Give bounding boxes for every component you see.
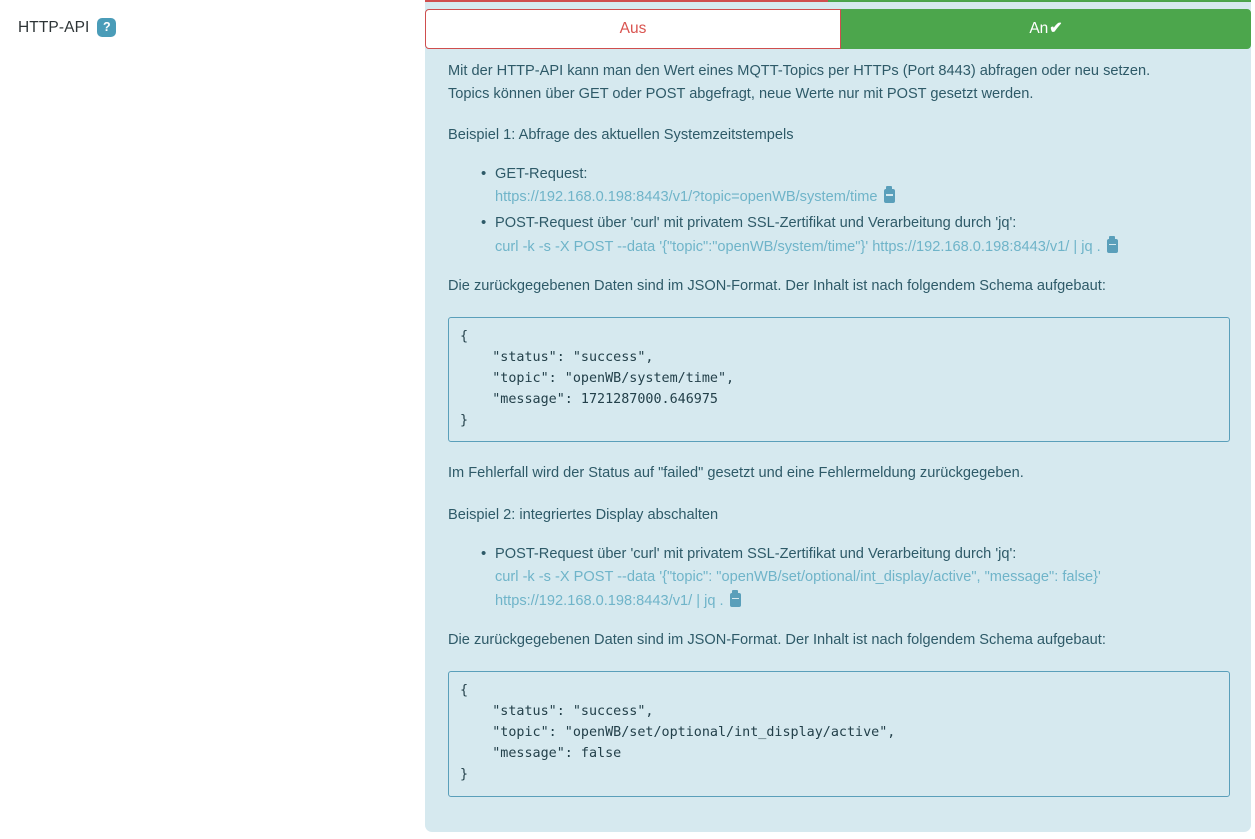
post-request-curl-link-2a[interactable]: curl -k -s -X POST --data '{"topic": "op… — [495, 569, 1101, 586]
previous-toggle-off-partial[interactable] — [425, 0, 828, 2]
clipboard-icon[interactable] — [1106, 238, 1118, 253]
toggle-off-button[interactable]: Aus — [425, 9, 841, 49]
post-request-command-line-2b: https://192.168.0.198:8443/v1/ | jq . — [495, 590, 1230, 613]
clipboard-icon[interactable] — [883, 189, 895, 204]
schema-note-1: Die zurückgegebenen Daten sind im JSON-F… — [448, 278, 1106, 295]
list-item: POST-Request über 'curl' mit privatem SS… — [481, 211, 1230, 259]
post-request-curl-link[interactable]: curl -k -s -X POST --data '{"topic":"ope… — [495, 238, 1101, 255]
toggle-on-button[interactable]: An ✔ — [841, 9, 1251, 49]
check-icon: ✔ — [1049, 20, 1063, 37]
setting-label-group: HTTP-API ? — [18, 18, 117, 37]
previous-toggle-on-partial[interactable] — [828, 0, 1251, 2]
post-request-label: POST-Request über 'curl' mit privatem SS… — [495, 215, 1017, 232]
previous-toggle-row-partial — [425, 0, 1251, 2]
clipboard-icon[interactable] — [729, 592, 741, 607]
http-api-panel: Aus An ✔ Mit der HTTP-API kann man den W… — [425, 0, 1251, 832]
post-request-label-2: POST-Request über 'curl' mit privatem SS… — [495, 545, 1017, 562]
error-note: Im Fehlerfall wird der Status auf "faile… — [448, 465, 1024, 482]
list-item: GET-Request: https://192.168.0.198:8443/… — [481, 162, 1230, 209]
get-request-command-line: https://192.168.0.198:8443/v1/?topic=ope… — [495, 186, 1230, 209]
json-response-example-1: { "status": "success", "topic": "openWB/… — [448, 316, 1230, 443]
setting-label-column: HTTP-API ? — [0, 0, 425, 839]
list-item: POST-Request über 'curl' mit privatem SS… — [481, 542, 1230, 613]
get-request-label: GET-Request: — [495, 165, 588, 182]
post-request-curl-link-2b[interactable]: https://192.168.0.198:8443/v1/ | jq . — [495, 592, 724, 609]
toggle-on-label: An — [1029, 20, 1049, 37]
example-2-heading: Beispiel 2: integriertes Display abschal… — [448, 507, 719, 524]
example-2-list: POST-Request über 'curl' mit privatem SS… — [448, 542, 1230, 613]
http-api-documentation: Mit der HTTP-API kann man den Wert eines… — [448, 60, 1230, 817]
intro-line-1: Mit der HTTP-API kann man den Wert eines… — [448, 63, 1151, 79]
json-response-example-2: { "status": "success", "topic": "openWB/… — [448, 671, 1230, 797]
intro-paragraph: Mit der HTTP-API kann man den Wert eines… — [448, 60, 1230, 105]
schema-note-2: Die zurückgegebenen Daten sind im JSON-F… — [448, 632, 1106, 649]
post-request-command-line-2a: curl -k -s -X POST --data '{"topic": "op… — [495, 566, 1230, 589]
example-1-heading: Beispiel 1: Abfrage des aktuellen System… — [448, 127, 794, 144]
get-request-url-link[interactable]: https://192.168.0.198:8443/v1/?topic=ope… — [495, 189, 878, 206]
help-icon[interactable]: ? — [97, 18, 117, 37]
http-api-toggle-group: Aus An ✔ — [425, 9, 1251, 49]
post-request-command-line: curl -k -s -X POST --data '{"topic":"ope… — [495, 236, 1230, 259]
example-1-list: GET-Request: https://192.168.0.198:8443/… — [448, 162, 1230, 259]
intro-line-2: Topics können über GET oder POST abgefra… — [448, 85, 1034, 102]
page-title: HTTP-API — [18, 18, 90, 36]
